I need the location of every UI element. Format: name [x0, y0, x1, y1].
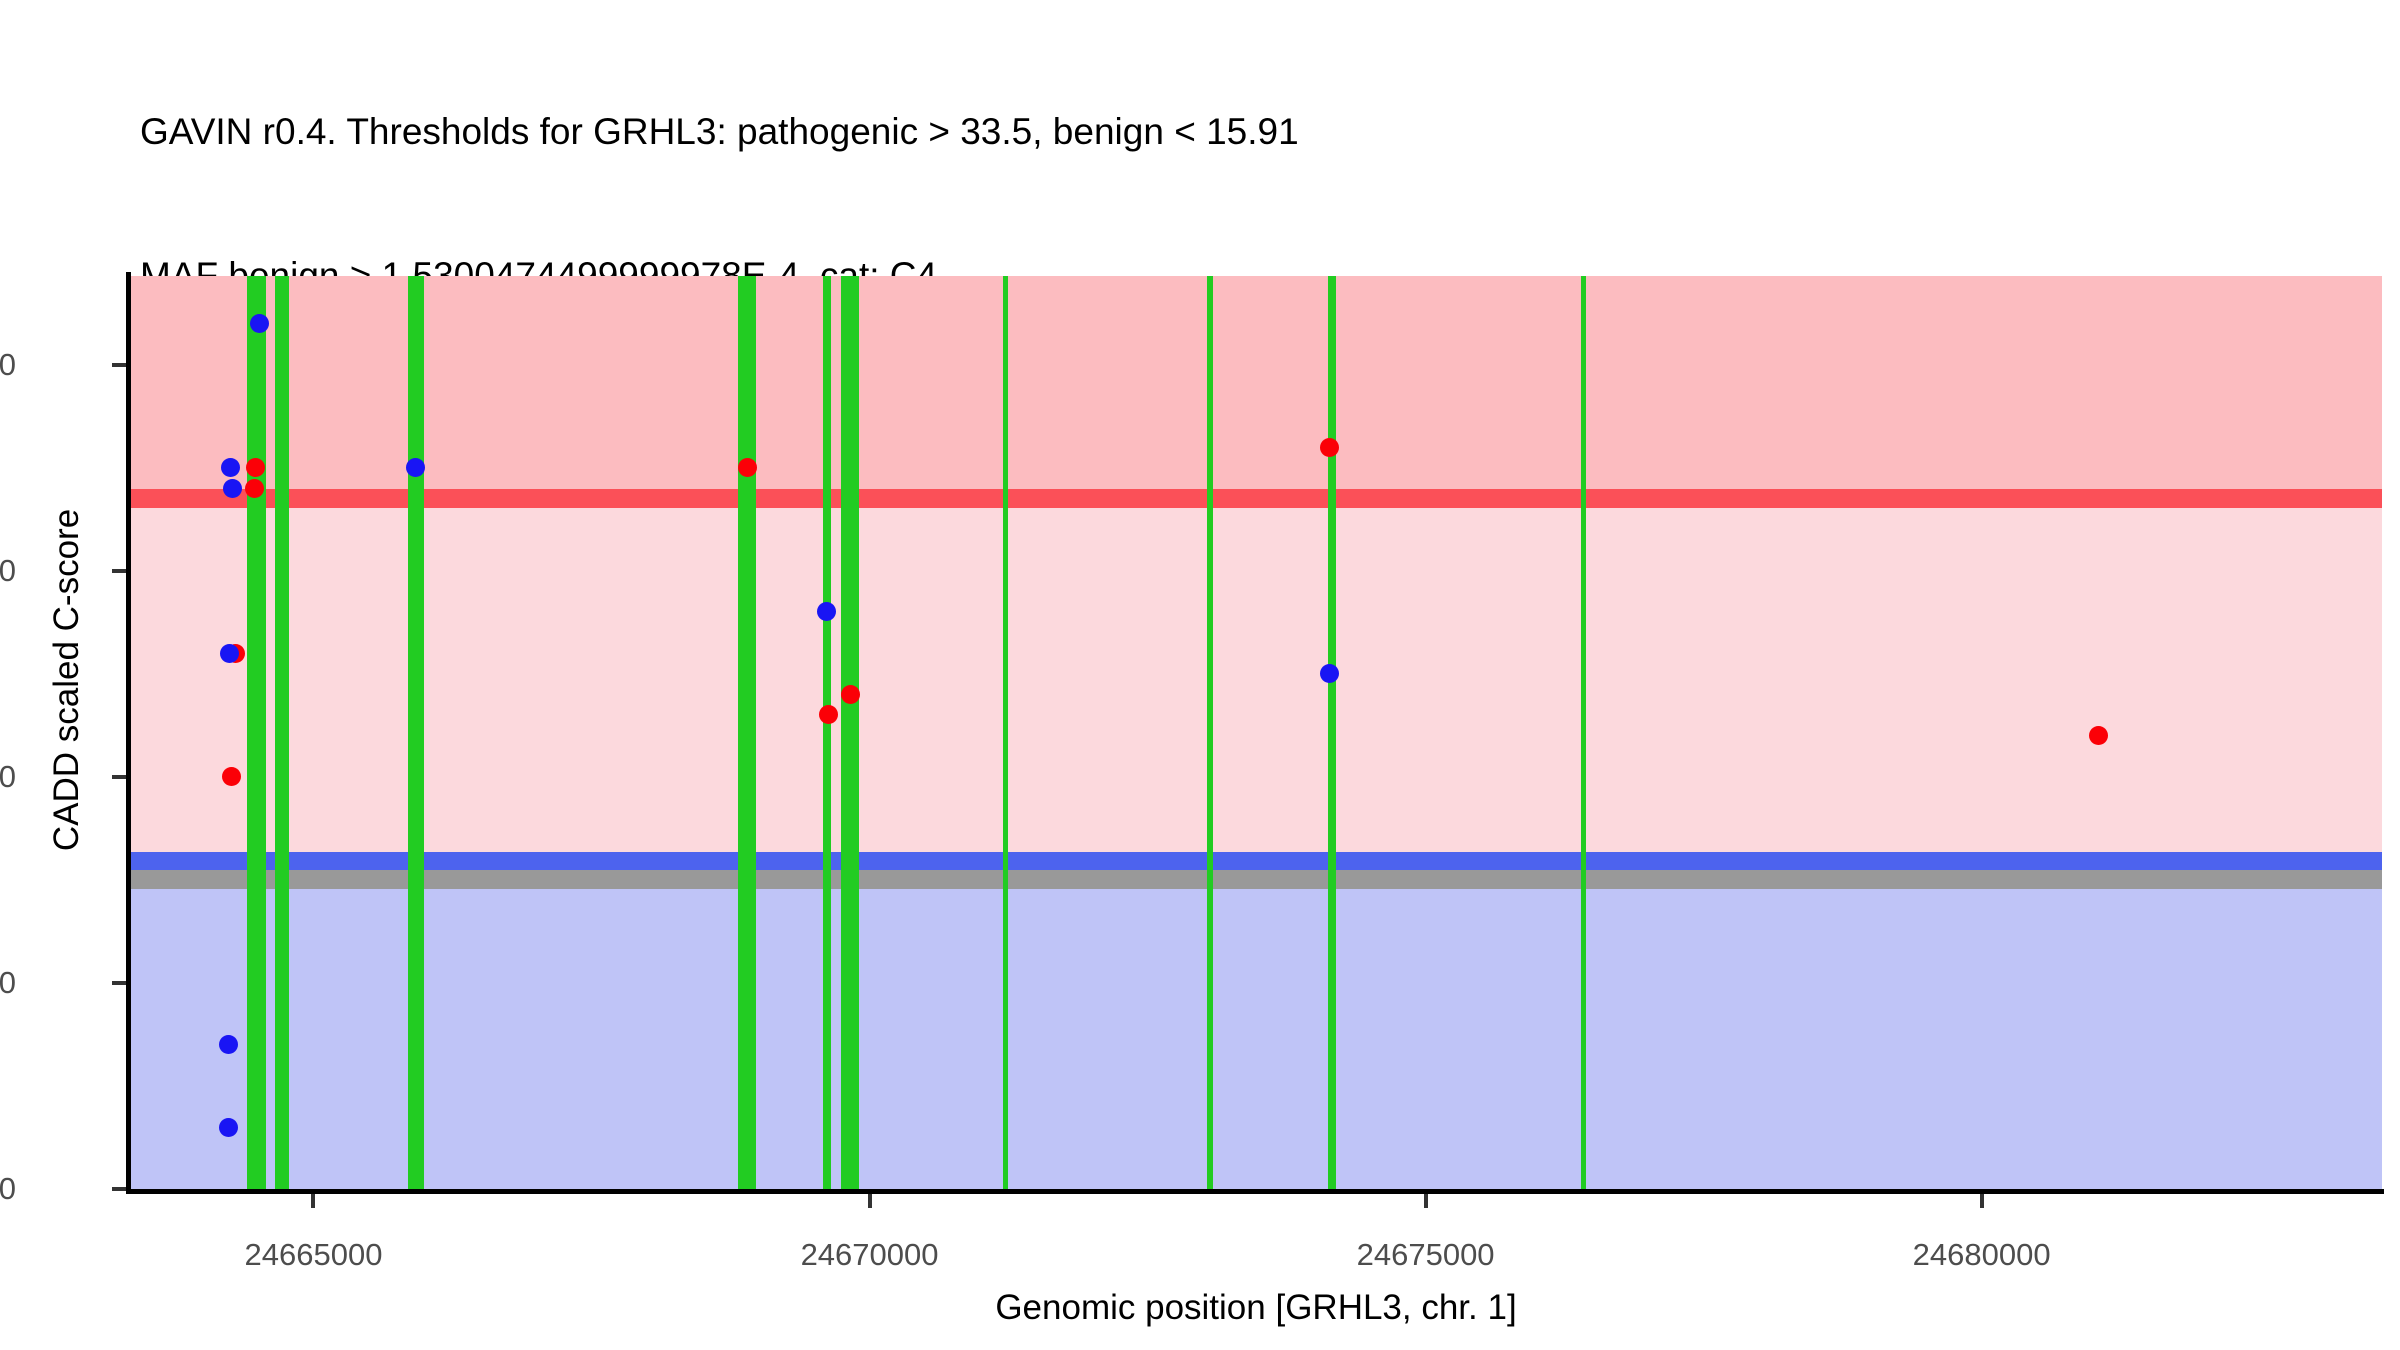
data-point[interactable]: [245, 478, 265, 498]
data-point[interactable]: [223, 478, 243, 498]
threshold-band-fallback: [130, 869, 2382, 890]
exon-marker: [1002, 276, 1008, 1189]
exon-marker: [822, 276, 831, 1189]
title-line-1: GAVIN r0.4. Thresholds for GRHL3: pathog…: [140, 111, 1299, 152]
exon-marker: [1206, 276, 1213, 1189]
data-point[interactable]: [841, 684, 861, 704]
exon-marker: [274, 276, 289, 1189]
data-point[interactable]: [737, 458, 757, 478]
x-axis-tick-mark: [867, 1194, 872, 1208]
plot-area: [130, 276, 2382, 1189]
y-axis-title: CADD scaled C-score: [47, 508, 86, 852]
data-point[interactable]: [219, 1117, 239, 1137]
exon-marker: [1327, 276, 1336, 1189]
exon-marker: [246, 276, 266, 1189]
exon-marker: [738, 276, 757, 1189]
data-point[interactable]: [220, 458, 240, 478]
exon-marker: [1581, 276, 1587, 1189]
data-panel: [130, 276, 2382, 1189]
x-axis-tick-label: 24680000: [1912, 1237, 2051, 1272]
x-axis-line: [126, 1189, 2384, 1194]
x-axis-tick-mark: [311, 1194, 316, 1208]
y-axis-tick-mark: [112, 1187, 126, 1191]
data-point[interactable]: [221, 767, 241, 787]
x-axis-tick-label: 24665000: [244, 1237, 383, 1272]
y-axis-tick-mark: [112, 568, 126, 573]
y-axis-tick-label: 10: [0, 964, 16, 1000]
data-point[interactable]: [818, 705, 838, 725]
y-axis-line: [126, 272, 131, 1193]
y-axis-tick-label: 0: [0, 1171, 16, 1206]
y-axis-tick-label: 30: [0, 552, 16, 588]
data-point[interactable]: [1320, 437, 1340, 457]
y-axis-tick-mark: [112, 362, 126, 367]
exon-marker: [408, 276, 425, 1189]
data-point[interactable]: [2088, 726, 2108, 746]
y-axis-tick-mark: [112, 980, 126, 985]
threshold-band-pathogenic: [130, 489, 2382, 508]
x-axis-tick-mark: [1979, 1194, 1984, 1208]
data-point[interactable]: [406, 458, 426, 478]
y-axis-tick-label: 20: [0, 758, 16, 794]
region-benign: [130, 889, 2382, 1189]
y-axis-tick-label: 40: [0, 346, 16, 382]
data-point[interactable]: [219, 1035, 239, 1055]
region-high-pathogenic: [130, 276, 2382, 490]
y-axis-tick-mark: [112, 774, 126, 779]
exon-marker: [840, 276, 859, 1189]
data-point[interactable]: [245, 458, 265, 478]
data-point[interactable]: [816, 602, 836, 622]
data-point[interactable]: [1320, 664, 1340, 684]
region-vous: [130, 507, 2382, 853]
x-axis-tick-label: 24675000: [1356, 1237, 1495, 1272]
data-point[interactable]: [220, 643, 240, 663]
x-axis-title: Genomic position [GRHL3, chr. 1]: [995, 1288, 1517, 1327]
data-point[interactable]: [249, 313, 269, 333]
threshold-band-benign: [130, 852, 2382, 870]
x-axis-tick-mark: [1423, 1194, 1428, 1208]
x-axis-tick-label: 24670000: [800, 1237, 939, 1272]
